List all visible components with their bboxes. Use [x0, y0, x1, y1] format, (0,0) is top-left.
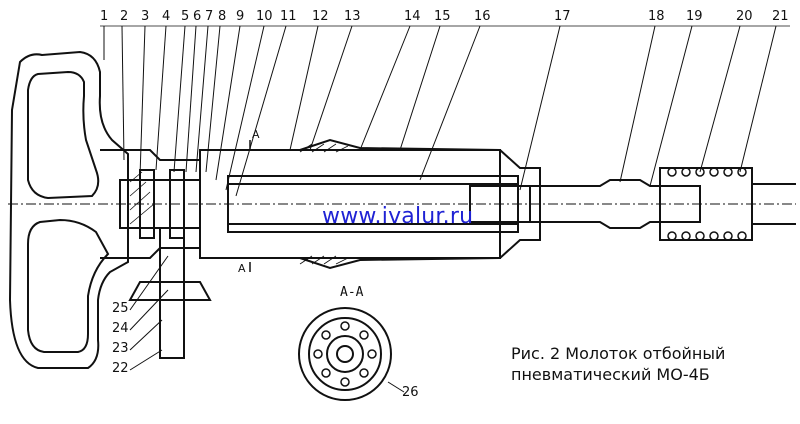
callout-15: 15 [434, 9, 451, 24]
handle-upper-opening [27, 70, 100, 200]
callout-1: 1 [100, 9, 109, 24]
handle-outline [8, 50, 129, 369]
callout-19: 19 [686, 9, 703, 24]
section-mark-top: A [252, 128, 260, 141]
callout-25: 25 [112, 301, 129, 316]
callout-11: 11 [280, 9, 297, 24]
callout-9: 9 [236, 9, 245, 24]
section-view-outer [298, 307, 392, 401]
section-mark-bottom: A [238, 262, 246, 275]
callout-4: 4 [162, 9, 171, 24]
callout-13: 13 [344, 9, 361, 24]
section-title: А-А [340, 285, 364, 300]
callout-14: 14 [404, 9, 421, 24]
callout-24: 24 [112, 321, 129, 336]
handle-lower-opening [27, 218, 110, 353]
callout-7: 7 [205, 9, 214, 24]
callout-23: 23 [112, 341, 129, 356]
callout-10: 10 [256, 9, 273, 24]
trigger-lever [159, 227, 185, 359]
callout-20: 20 [736, 9, 753, 24]
callout-6: 6 [193, 9, 202, 24]
callout-12: 12 [312, 9, 329, 24]
callout-21: 21 [772, 9, 789, 24]
callout-22: 22 [112, 361, 129, 376]
callout-3: 3 [141, 9, 150, 24]
callout-17: 17 [554, 9, 571, 24]
callout-5: 5 [181, 9, 190, 24]
callout-16: 16 [474, 9, 491, 24]
figure-caption: Рис. 2 Молоток отбойный пневматический М… [511, 343, 725, 385]
callout-2: 2 [120, 9, 129, 24]
watermark-url: www.ivalur.ru [322, 204, 474, 229]
callout-8: 8 [218, 9, 227, 24]
callout-18: 18 [648, 9, 665, 24]
caption-line-2: пневматический МО-4Б [511, 365, 710, 384]
callout-26: 26 [402, 385, 419, 400]
caption-line-1: Рис. 2 Молоток отбойный [511, 344, 726, 363]
